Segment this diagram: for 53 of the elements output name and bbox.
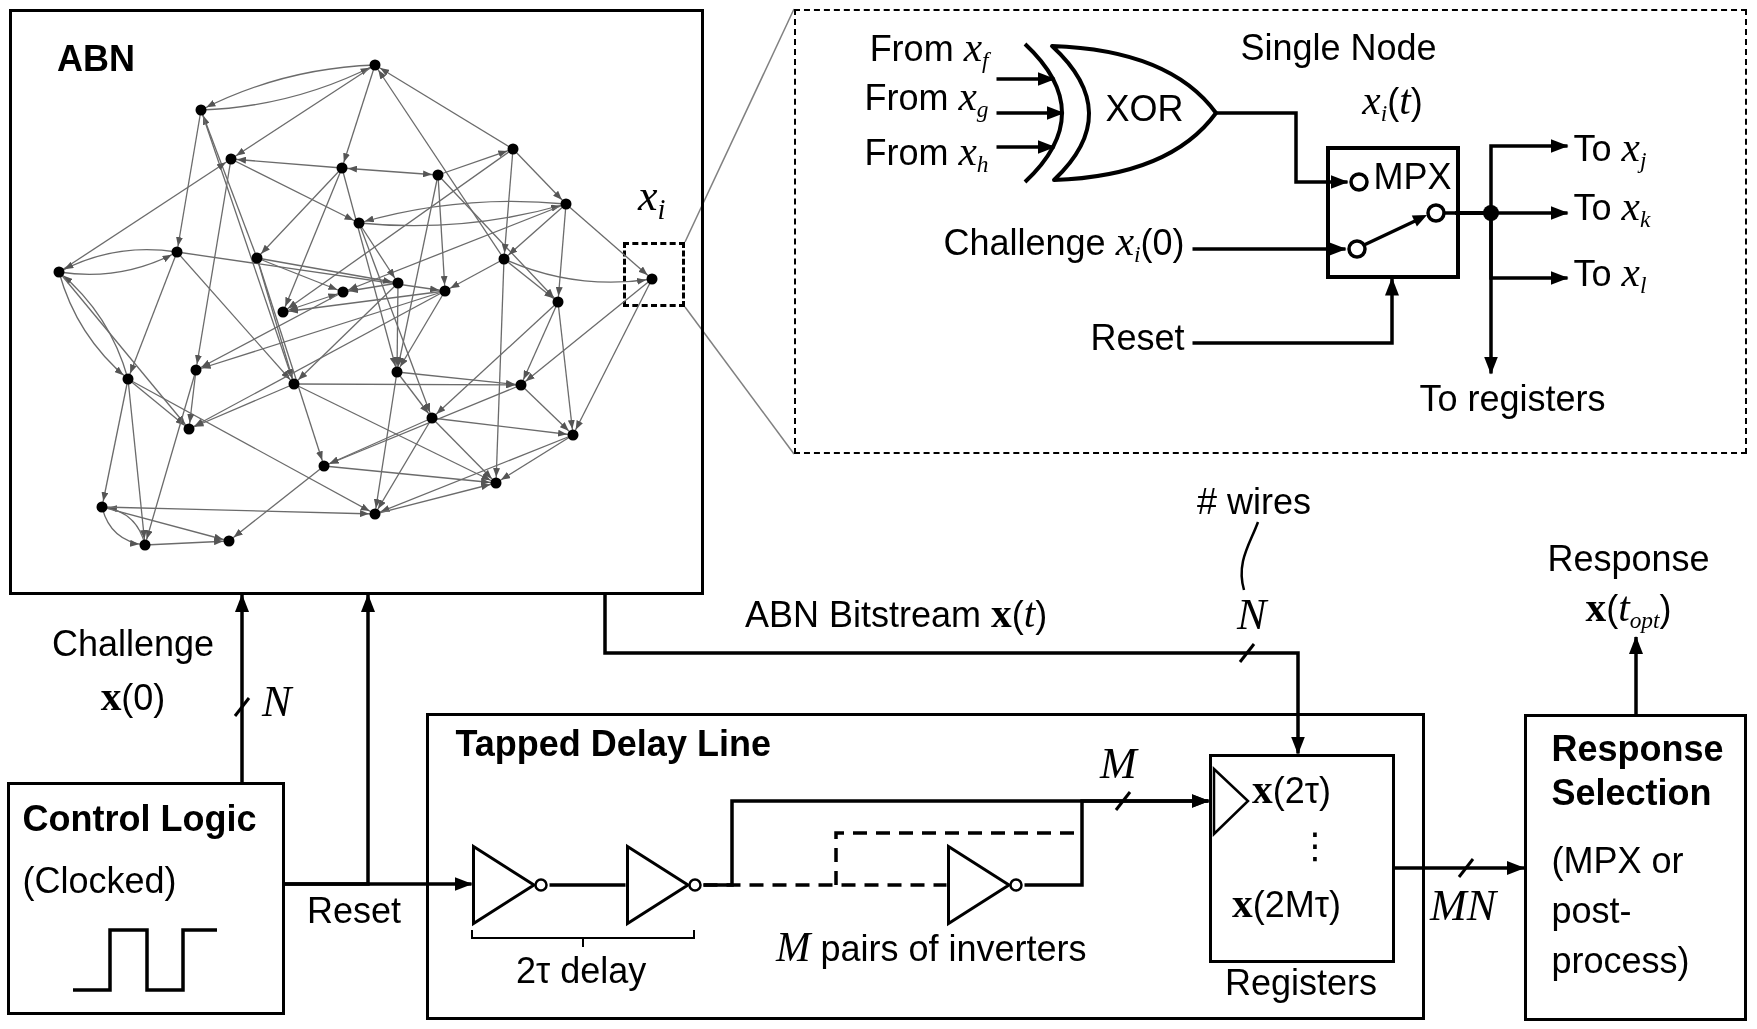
panel-title: Single Node [1240, 26, 1437, 68]
bus-width-label: M [1100, 739, 1137, 789]
arrow [1192, 277, 1399, 345]
bus-width-label: N [1237, 590, 1267, 640]
arrow [1024, 794, 1210, 887]
leader-line [1240, 521, 1260, 591]
process-box [426, 713, 1425, 1020]
inset-panel [794, 9, 1747, 454]
arrow [285, 877, 473, 891]
inverter-symbol [946, 844, 1025, 925]
process-box [1524, 714, 1747, 1021]
bus-width-label: MN [1430, 881, 1496, 931]
leader-line [684, 306, 795, 455]
node-label: x$_{i}$ [638, 171, 666, 221]
arrow [996, 72, 1056, 86]
network-panel [9, 9, 704, 595]
arrow [1394, 861, 1525, 875]
connector-line [549, 883, 626, 887]
box-subtitle: (MPX or post-process) [1551, 838, 1691, 983]
inverter-symbol [471, 844, 550, 925]
delay-label: 2τ delay [516, 950, 647, 991]
connector-line [703, 883, 947, 887]
arrow [603, 595, 1305, 755]
box-title: Tapped Delay Line [455, 722, 771, 764]
box-subtitle: (Clocked) [22, 859, 177, 901]
signal-label: From x$_{h}$ [864, 130, 989, 173]
annotation-label: # wires [1197, 481, 1312, 522]
arrow [1629, 636, 1643, 714]
arrow [1192, 242, 1347, 256]
annotation-text: M pairs of inverters [776, 927, 1087, 969]
register-entry: x(2Mτ) [1232, 883, 1341, 925]
signal-label: Response x(t$_{opt}$) [1536, 535, 1721, 633]
process-box [7, 782, 285, 1015]
arrow [235, 594, 249, 782]
node-label: x$_{i}$(t) [1360, 79, 1424, 122]
signal-label: To x$_{l}$ [1573, 251, 1647, 294]
arrow [996, 140, 1056, 154]
panel-title: ABN [57, 38, 135, 79]
inverter-symbol [625, 844, 704, 925]
signal-label: To x$_{k}$ [1573, 185, 1651, 228]
node-label: Registers [1225, 962, 1378, 1003]
box-title: Response Selection [1551, 726, 1725, 815]
box-title: Control Logic [22, 797, 257, 839]
gate-label: MPX [1373, 155, 1452, 197]
signal-label: To registers [1419, 377, 1606, 419]
signal-label: Challenge x$_{i}$(0) [943, 220, 1185, 263]
bus-width-label: N [262, 677, 292, 727]
signal-label: Reset [1090, 316, 1185, 358]
leader-line [684, 8, 795, 243]
gate-label: XOR [1105, 87, 1184, 129]
vertical-ellipsis: ⋮ [1297, 825, 1333, 866]
register-entry: x(2τ) [1252, 769, 1331, 811]
arrow [1215, 111, 1349, 189]
